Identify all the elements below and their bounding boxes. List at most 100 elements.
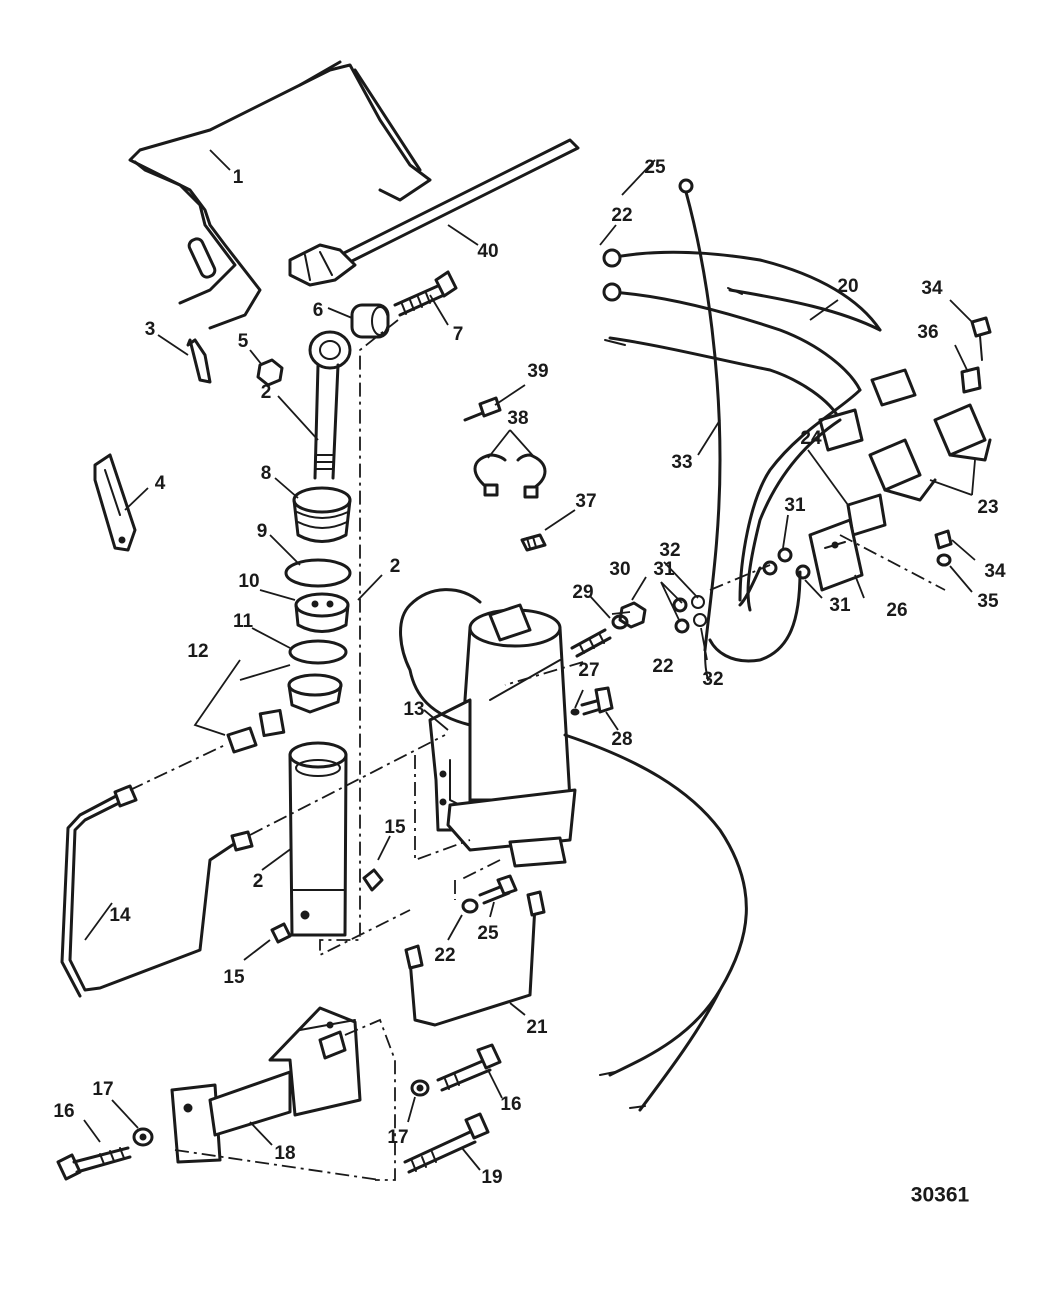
callout-15-upper: 15: [384, 817, 406, 838]
part-22-washer-mid: [611, 614, 629, 630]
part-16-bolt-right: [436, 1043, 502, 1092]
callout-26: 26: [886, 600, 907, 621]
callout-2-lower: 2: [253, 871, 264, 892]
part-9-oring: [284, 558, 352, 588]
part-32-washers: [691, 595, 707, 627]
callout-14: 14: [109, 905, 131, 926]
callout-29: 29: [572, 582, 593, 603]
callout-22-upper: 22: [611, 205, 632, 226]
callout-21: 21: [526, 1017, 548, 1038]
part-34-screw-upper: [970, 316, 992, 361]
callout-2-right: 2: [390, 556, 401, 577]
callout-36: 36: [917, 322, 938, 343]
part-25-bolt-lower: [478, 874, 518, 905]
callout-11: 11: [233, 611, 254, 632]
callout-28: 28: [611, 729, 632, 750]
callout-17-left: 17: [92, 1079, 113, 1100]
callout-13: 13: [403, 699, 424, 720]
callout-31-right-top: 31: [784, 495, 806, 516]
callout-33: 33: [671, 452, 692, 473]
motor-cable: [563, 733, 748, 1112]
part-18-bracket: [170, 1006, 362, 1164]
figure-id: 30361: [911, 1184, 970, 1207]
part-30-nut: [618, 601, 647, 629]
callout-6: 6: [313, 300, 324, 321]
part-26-bracket: [808, 518, 864, 592]
callout-18: 18: [274, 1143, 295, 1164]
callout-5: 5: [238, 331, 249, 352]
part-11-oring: [288, 639, 348, 665]
part-14-hydraulic-lines: [60, 784, 254, 998]
callout-34-upper: 34: [921, 278, 943, 299]
part-24-solenoid: [846, 493, 887, 537]
callout-16-left: 16: [53, 1101, 74, 1122]
part-13-pump-motor: [399, 588, 577, 868]
callout-38: 38: [507, 408, 528, 429]
part-2-cylinder: [288, 741, 348, 937]
part-36-bracket: [960, 366, 982, 394]
callout-39: 39: [527, 361, 548, 382]
part-8-cap: [292, 486, 352, 543]
callout-9: 9: [257, 521, 268, 542]
alignment-lines: [129, 319, 946, 1181]
leader-lines: [83, 149, 976, 1171]
callouts: 1 40 3 6 7 5 2 4 8 9 10 11 2 12 13 2 15 …: [53, 157, 1006, 1188]
callout-20: 20: [837, 276, 858, 297]
callout-32-bottom: 32: [702, 669, 723, 690]
callout-30: 30: [609, 559, 630, 580]
part-19-bolt: [403, 1112, 490, 1174]
part-4-strap: [93, 453, 137, 552]
callout-27: 27: [578, 660, 599, 681]
callout-16-right: 16: [500, 1094, 521, 1115]
callout-40: 40: [477, 241, 498, 262]
part-16-bolt-left: [56, 1146, 132, 1181]
part-15-fitting-upper: [362, 868, 384, 892]
part-12-clamp: [226, 673, 343, 754]
part-20-harness: [602, 248, 917, 612]
part-27-washer: [570, 708, 580, 716]
callout-25-lower: 25: [477, 923, 499, 944]
callout-23: 23: [977, 497, 998, 518]
part-39-connector: [463, 396, 502, 422]
callout-19: 19: [481, 1167, 502, 1188]
callout-32-top: 32: [659, 540, 680, 561]
callout-37: 37: [575, 491, 596, 512]
callout-24: 24: [800, 428, 822, 449]
callout-22-mid: 22: [652, 656, 673, 677]
part-34-screw-lower: [934, 529, 953, 550]
callout-31-right-bottom: 31: [829, 595, 851, 616]
callout-10: 10: [238, 571, 259, 592]
part-10-piston: [294, 592, 350, 633]
callout-22-lower: 22: [434, 945, 455, 966]
part-37-spring: [520, 533, 547, 552]
part-40-rod: [288, 138, 580, 287]
part-23-relay-lower: [868, 438, 937, 502]
part-15-fitting-lower: [270, 922, 292, 944]
part-6-bushing: [350, 303, 390, 339]
part-17-washer-right: [410, 1079, 430, 1097]
part-35-washer: [936, 553, 952, 567]
callout-15-lower: 15: [223, 967, 245, 988]
part-7-bolt: [393, 270, 458, 317]
callout-1: 1: [233, 167, 244, 188]
part-3-clip: [186, 338, 212, 384]
ring-terminals: [708, 560, 802, 663]
callout-12: 12: [187, 641, 208, 662]
part-1-tube: [128, 60, 432, 330]
callout-8: 8: [261, 463, 272, 484]
callout-34-lower: 34: [984, 561, 1006, 582]
callout-31-left: 31: [653, 559, 675, 580]
part-2-upper-rod: [308, 330, 352, 480]
callout-25-upper: 25: [644, 157, 666, 178]
part-38-jumper: [473, 453, 547, 499]
part-22-washer-lower: [461, 898, 479, 914]
callout-35: 35: [977, 591, 999, 612]
callout-2-upper: 2: [261, 382, 272, 403]
callout-7: 7: [453, 324, 464, 345]
part-17-washer-left: [132, 1127, 154, 1147]
callout-4: 4: [155, 473, 166, 494]
part-23-relay-upper: [933, 403, 992, 462]
part-28-bolt: [580, 686, 614, 716]
part-21-line: [404, 890, 546, 1027]
